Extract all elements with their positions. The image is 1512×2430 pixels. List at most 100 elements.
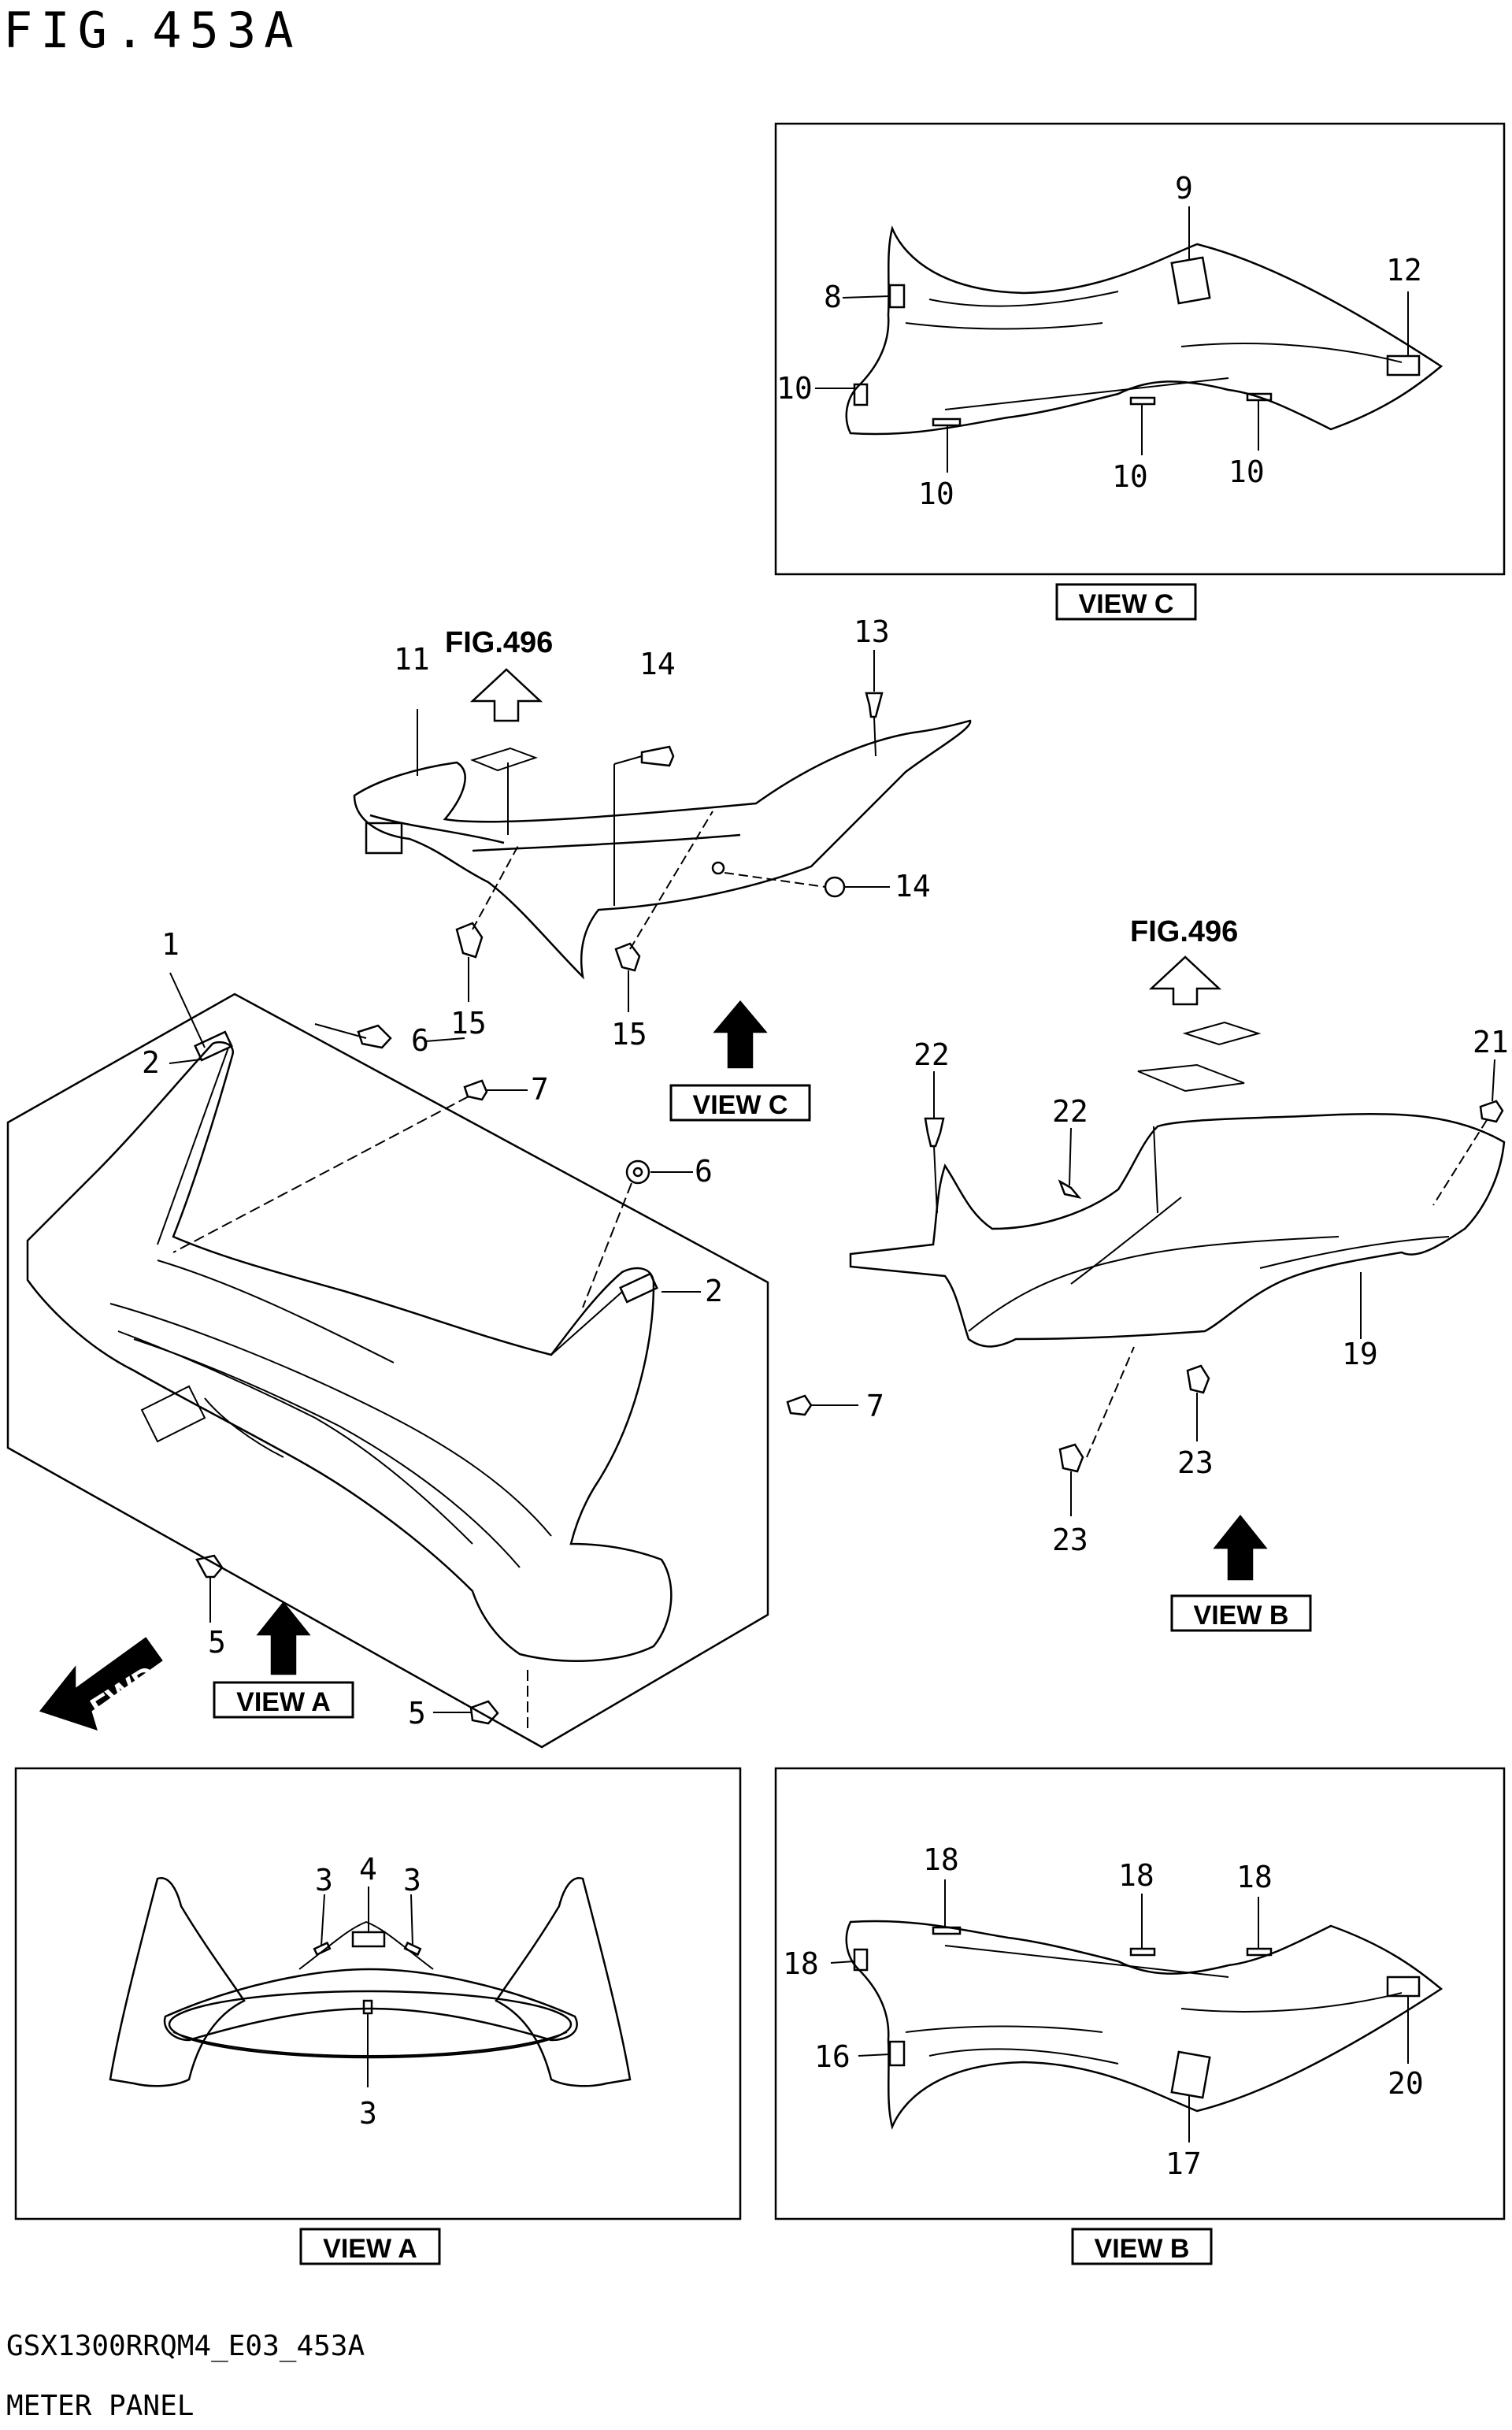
right-part-callouts: 22 22 21 19 23 23 bbox=[914, 1025, 1509, 1557]
callout-5: 5 bbox=[208, 1625, 226, 1660]
leader bbox=[321, 1894, 325, 1946]
callout-23: 23 bbox=[1177, 1445, 1214, 1480]
callout-3: 3 bbox=[403, 1863, 421, 1898]
view-a-right-wing bbox=[495, 1877, 632, 2087]
part-10-shape bbox=[1129, 396, 1156, 406]
right-part-line bbox=[1259, 1236, 1450, 1269]
callout-18: 18 bbox=[923, 1842, 959, 1877]
leader bbox=[613, 755, 643, 765]
figure-code: GSX1300RRQM4_E03_453A bbox=[6, 2330, 365, 2362]
view-b-callouts: 18 18 18 18 16 17 20 bbox=[783, 1842, 1424, 2181]
part-5-screw bbox=[469, 1700, 499, 1725]
leader bbox=[472, 842, 521, 930]
meter-panel-line bbox=[157, 1047, 229, 1245]
figure-title: FIG.453A bbox=[3, 2, 302, 59]
part-21-screw bbox=[1479, 1100, 1504, 1123]
view-c-tag: VIEW C bbox=[669, 1084, 811, 1122]
view-c-label-box: VIEW C bbox=[1055, 583, 1197, 621]
callout-10: 10 bbox=[918, 477, 954, 511]
fig-ref-496-upper: FIG.496 bbox=[445, 626, 553, 659]
part-18-shape bbox=[853, 1948, 869, 1972]
callout-1: 1 bbox=[161, 927, 180, 962]
callout-2: 2 bbox=[142, 1045, 160, 1080]
view-b-inset-frame bbox=[774, 1767, 1506, 2220]
part-sticker bbox=[470, 747, 538, 772]
view-c-callouts: 9 12 8 10 10 10 10 bbox=[776, 171, 1422, 511]
right-part-line bbox=[968, 1236, 1340, 1332]
view-b-tag-label: VIEW B bbox=[1194, 1601, 1289, 1631]
view-a-inset bbox=[14, 1767, 742, 2220]
callout-12: 12 bbox=[1386, 253, 1422, 288]
part-16-shape bbox=[888, 2040, 906, 2067]
callout-19: 19 bbox=[1342, 1337, 1378, 1371]
main-part-box bbox=[6, 992, 769, 1749]
view-c-inset-frame bbox=[774, 122, 1506, 576]
view-b-label-box: VIEW B bbox=[1071, 2228, 1213, 2265]
part-3-shape bbox=[313, 1941, 332, 1957]
part-6-grommet-hole bbox=[632, 1167, 643, 1178]
callout-10: 10 bbox=[1112, 459, 1148, 494]
upper-part-line bbox=[472, 833, 741, 852]
part-3-shape bbox=[362, 1999, 373, 2015]
callout-7: 7 bbox=[866, 1389, 884, 1423]
part-7-screw bbox=[786, 1394, 813, 1416]
part-sticker bbox=[1137, 1063, 1245, 1093]
right-part-line bbox=[1153, 1126, 1158, 1214]
callout-22: 22 bbox=[1052, 1094, 1088, 1129]
part-6-grommet bbox=[625, 1159, 650, 1185]
upper-part-callouts: 11 13 14 14 15 15 bbox=[394, 614, 931, 1052]
callout-4: 4 bbox=[359, 1852, 377, 1886]
right-part-outline bbox=[849, 1112, 1506, 1348]
upper-part-group bbox=[353, 650, 972, 1069]
callout-21: 21 bbox=[1473, 1025, 1509, 1059]
part-12-shape bbox=[1386, 354, 1421, 377]
part-5-screw bbox=[195, 1554, 224, 1579]
part-22-clip bbox=[1058, 1179, 1082, 1200]
part-18-shape bbox=[1246, 1947, 1273, 1957]
callout-10: 10 bbox=[1228, 454, 1265, 489]
view-b-arrow bbox=[1213, 1514, 1268, 1581]
callout-11: 11 bbox=[394, 642, 430, 677]
leader bbox=[1432, 1119, 1488, 1206]
leader bbox=[424, 1037, 465, 1042]
callout-7: 7 bbox=[531, 1072, 549, 1107]
callout-3: 3 bbox=[359, 2096, 377, 2131]
callout-16: 16 bbox=[814, 2039, 850, 2074]
callout-20: 20 bbox=[1388, 2066, 1424, 2101]
callout-5: 5 bbox=[408, 1696, 426, 1731]
part-23-clip bbox=[1058, 1443, 1084, 1473]
callout-23: 23 bbox=[1052, 1523, 1088, 1557]
part-10-shape bbox=[932, 417, 962, 427]
right-part-line bbox=[1070, 1196, 1182, 1285]
part-17-shape bbox=[1170, 2050, 1211, 2099]
part-sticker bbox=[1182, 1021, 1262, 1046]
view-c-panel-line bbox=[1180, 343, 1403, 363]
leader bbox=[169, 972, 206, 1048]
view-a-meter-body bbox=[163, 1968, 578, 2042]
callout-22: 22 bbox=[914, 1037, 950, 1072]
leader bbox=[933, 1145, 938, 1214]
part-20-shape bbox=[1386, 1976, 1421, 1998]
view-a-tag-label: VIEW A bbox=[236, 1687, 331, 1717]
view-c-label: VIEW C bbox=[1079, 589, 1174, 619]
view-a-left-wing bbox=[109, 1877, 246, 2087]
leader bbox=[172, 1096, 469, 1253]
part-2-shape bbox=[194, 1030, 233, 1062]
callout-6: 6 bbox=[411, 1023, 429, 1058]
leader bbox=[169, 1059, 202, 1064]
meter-panel-line bbox=[140, 1385, 206, 1443]
part-4-shape bbox=[351, 1931, 386, 1948]
part-13-screw bbox=[865, 692, 884, 718]
view-b-leaders bbox=[830, 1879, 1409, 2142]
view-b-panel-line bbox=[928, 2048, 1119, 2065]
meter-panel-line bbox=[117, 1330, 473, 1545]
fig496-arrow-up bbox=[469, 668, 543, 722]
fig496-arrow-up-b bbox=[1148, 955, 1222, 1006]
view-a-tag: VIEW A bbox=[213, 1681, 354, 1719]
leader bbox=[724, 872, 826, 888]
callout-17: 17 bbox=[1166, 2146, 1202, 2181]
meter-panel-outline bbox=[26, 1041, 673, 1662]
part-6-nut bbox=[357, 1024, 392, 1049]
view-b-inset bbox=[774, 1767, 1506, 2220]
part-23-clip bbox=[1186, 1364, 1210, 1394]
